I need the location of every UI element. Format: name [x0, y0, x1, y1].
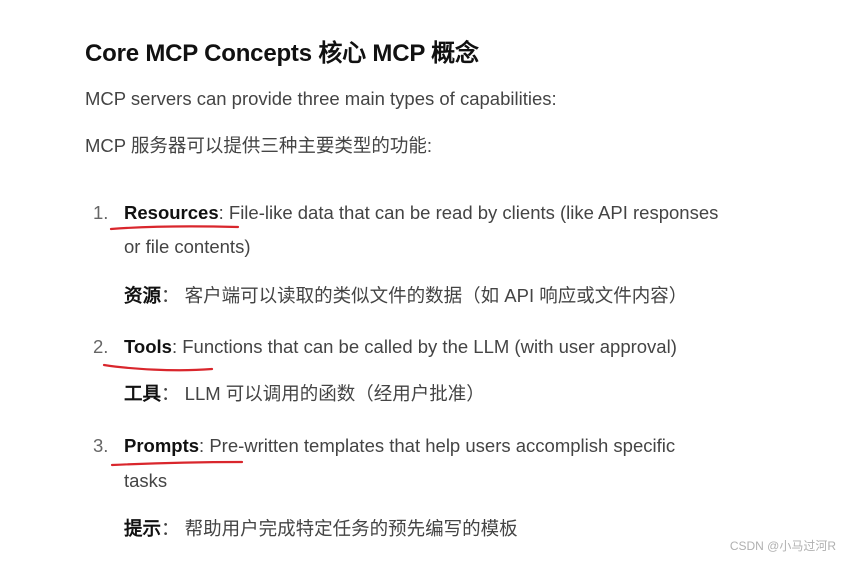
underline-tools [102, 363, 214, 372]
zh-description: ： LLM 可以调用的函数（经用户批准） [161, 383, 485, 404]
intro-chinese: MCP 服务器可以提供三种主要类型的功能: [85, 135, 433, 156]
list-item-line: Tools: Functions that can be called by t… [124, 336, 677, 358]
term-description: : File-like data that can be read by cli… [218, 202, 719, 223]
zh-term: 提示 [124, 518, 162, 539]
chinese-translation: 提示： 帮助用户完成特定任务的预先编写的模板 [124, 515, 518, 541]
term-resources: Resources [124, 202, 219, 223]
zh-term: 工具 [124, 383, 162, 404]
list-item-line: Prompts: Pre-written templates that help… [124, 435, 675, 457]
term-description-continued: tasks [124, 470, 168, 491]
csdn-watermark: CSDN @小马过河R [729, 539, 836, 553]
page-title: Core MCP Concepts 核心 MCP 概念 [85, 40, 479, 67]
chinese-translation: 资源： 客户端可以读取的类似文件的数据（如 API 响应或文件内容） [124, 282, 687, 308]
underline-prompts [110, 460, 244, 467]
list-number: 2. [93, 336, 109, 357]
underline-resources [109, 225, 240, 231]
list-item-line: Resources: File-like data that can be re… [124, 202, 718, 224]
term-prompts: Prompts [124, 435, 200, 456]
zh-term: 资源 [124, 285, 162, 306]
term-description: : Pre-written templates that help users … [199, 435, 676, 456]
intro-english: MCP servers can provide three main types… [85, 88, 557, 109]
list-number: 1. [93, 202, 109, 223]
term-description: : Functions that can be called by the LL… [171, 336, 677, 357]
zh-description: ： 帮助用户完成特定任务的预先编写的模板 [161, 518, 518, 539]
term-description-continued: or file contents) [124, 236, 251, 257]
zh-description: ： 客户端可以读取的类似文件的数据（如 API 响应或文件内容） [161, 285, 688, 306]
list-number: 3. [93, 435, 109, 456]
chinese-translation: 工具： LLM 可以调用的函数（经用户批准） [124, 380, 485, 406]
term-tools: Tools [124, 336, 172, 357]
